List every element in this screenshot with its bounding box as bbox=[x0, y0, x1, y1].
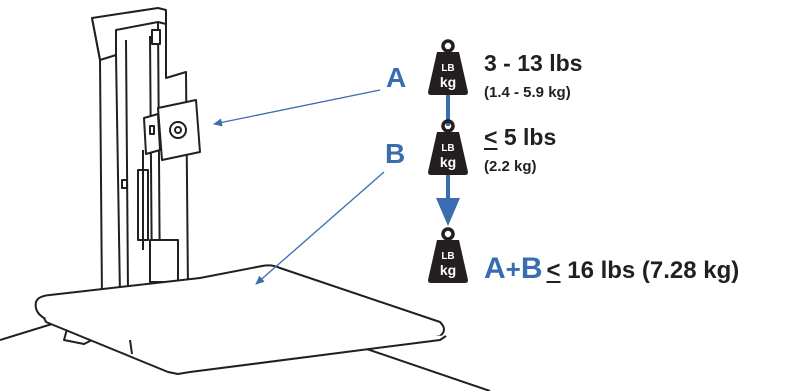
weight-a-range-metric: (1.4 - 5.9 kg) bbox=[484, 84, 571, 101]
stand-column bbox=[91, 7, 189, 305]
weight-b-limit: < 5 lbs bbox=[484, 124, 556, 151]
weight-icon-top-label: LB bbox=[441, 251, 454, 262]
callout-label-a: A bbox=[386, 62, 407, 93]
callout-label-b: B bbox=[385, 138, 406, 169]
weight-icon-bottom-label: kg bbox=[440, 262, 456, 278]
total-capacity-value: 16 lbs (7.28 kg) bbox=[560, 257, 740, 284]
work-surface-tray bbox=[34, 264, 447, 375]
total-capacity: A+B< 16 lbs (7.28 kg) bbox=[484, 252, 739, 286]
weight-b-limit-value: 5 lbs bbox=[497, 124, 557, 150]
weight-icon-bottom-label: kg bbox=[440, 74, 456, 90]
weight-icon: LB kg bbox=[428, 227, 468, 283]
weight-b-limit-metric: (2.2 kg) bbox=[484, 158, 537, 175]
weight-icon-top-label: LB bbox=[441, 63, 454, 74]
total-letter-a: A bbox=[484, 252, 506, 285]
monitor-mount-plate bbox=[143, 99, 201, 161]
weight-icon-top-label: LB bbox=[441, 143, 454, 154]
pointer-arrow-b bbox=[255, 171, 385, 285]
total-letter-b: B bbox=[520, 252, 543, 285]
less-equal-symbol: < bbox=[546, 257, 561, 284]
pointer-arrow-a bbox=[213, 89, 381, 127]
total-plus: + bbox=[505, 254, 521, 284]
weight-icon: LB kg bbox=[428, 39, 468, 95]
weight-icon-bottom-label: kg bbox=[440, 154, 456, 170]
weight-icon: LB kg bbox=[428, 119, 468, 175]
less-equal-symbol: < bbox=[484, 124, 498, 150]
weight-a-range: 3 - 13 lbs bbox=[484, 50, 583, 76]
